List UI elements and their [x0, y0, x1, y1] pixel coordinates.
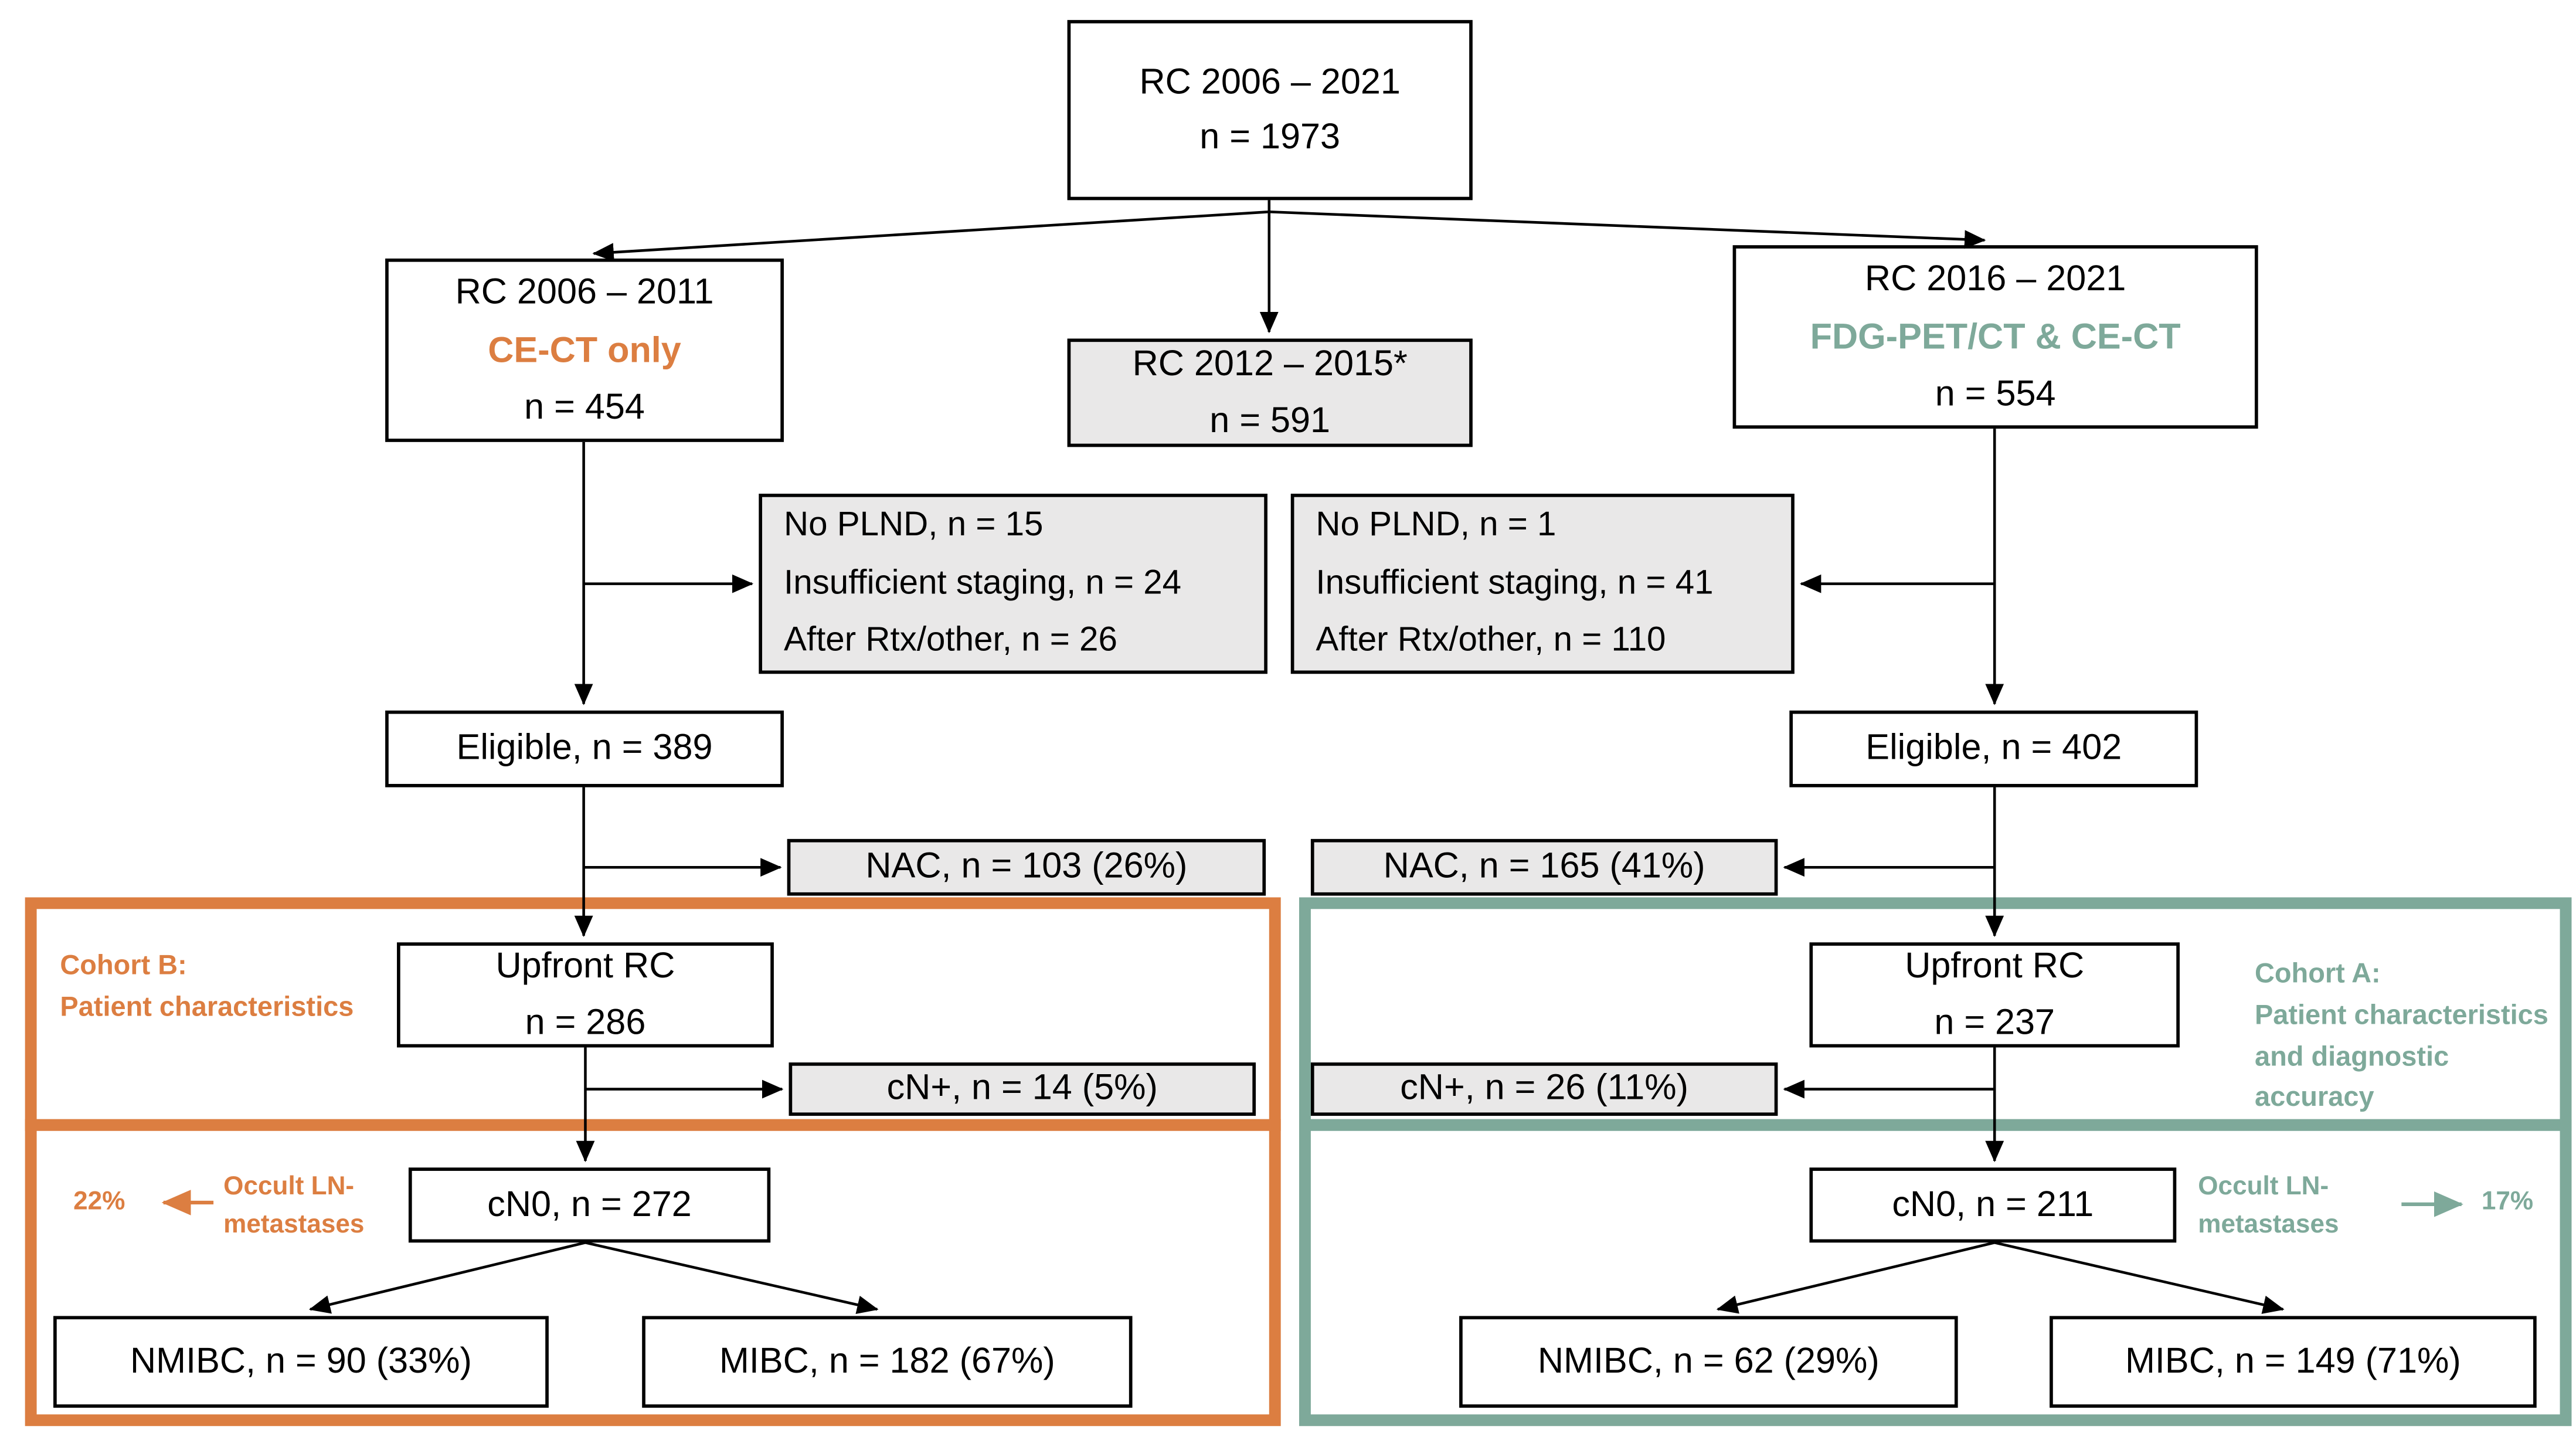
exclusions-right: No PLND, n = 1 Insufficient staging, n =…	[1290, 494, 1795, 674]
node-cn0-right: cN0, n = 211	[1809, 1167, 2177, 1243]
node-eligible-right: Eligible, n = 402	[1789, 710, 2198, 787]
node-modality-cect: CE-CT only	[488, 330, 681, 370]
node-label: cN0, n = 211	[1892, 1184, 2094, 1224]
cohort-b-subtitle: Patient characteristics	[60, 991, 354, 1023]
node-label: NAC, n = 103 (26%)	[865, 846, 1188, 887]
node-label: NMIBC, n = 90 (33%)	[130, 1340, 472, 1381]
cohort-a-subtitle: Patient characteristics	[2254, 1000, 2548, 1031]
node-label: cN+, n = 26 (11%)	[1400, 1068, 1689, 1108]
exclusion-line: After Rtx/other, n = 26	[783, 621, 1117, 660]
node-count: n = 554	[1935, 373, 2056, 415]
node-label: NMIBC, n = 62 (29%)	[1537, 1340, 1880, 1381]
node-rc-2016-2021-pet: RC 2016 – 2021 FDG-PET/CT & CE-CT n = 55…	[1732, 245, 2258, 429]
cohort-a-subtitle: accuracy	[2254, 1082, 2374, 1113]
node-rc-2006-2021: RC 2006 – 2021 n = 1973	[1067, 20, 1473, 201]
occult-line: Occult LN-	[223, 1172, 355, 1201]
node-upfront-rc-right: Upfront RC n = 237	[1809, 942, 2180, 1048]
node-nmibc-left: NMIBC, n = 90 (33%)	[53, 1316, 549, 1408]
node-upfront-rc-left: Upfront RC n = 286	[397, 942, 774, 1048]
node-count: n = 237	[1934, 1001, 2055, 1042]
node-nmibc-right: NMIBC, n = 62 (29%)	[1459, 1316, 1958, 1408]
occult-pct-right: 17%	[2482, 1187, 2533, 1217]
exclusions-left: No PLND, n = 15 Insufficient staging, n …	[759, 494, 1267, 674]
occult-label-right: Occult LN- metastases	[2198, 1167, 2339, 1245]
cohort-a-lower-outline	[1299, 1119, 2572, 1427]
cohort-b-lower-outline	[25, 1119, 1281, 1427]
node-label: MIBC, n = 149 (71%)	[2125, 1340, 2461, 1381]
exclusion-line: After Rtx/other, n = 110	[1316, 621, 1666, 660]
cohort-b-label: Cohort B: Patient characteristics	[60, 946, 410, 1028]
node-label: Eligible, n = 402	[1865, 728, 2122, 768]
node-rc-2012-2015: RC 2012 – 2015* n = 591	[1067, 338, 1473, 447]
node-title: RC 2012 – 2015*	[1132, 344, 1408, 384]
exclusion-line: Insufficient staging, n = 41	[1316, 563, 1714, 602]
cohort-a-title: Cohort A:	[2254, 959, 2381, 989]
cohort-a-label: Cohort A: Patient characteristics and di…	[2255, 954, 2563, 1119]
node-nac-right: NAC, n = 165 (41%)	[1310, 838, 1778, 896]
occult-line: Occult LN-	[2198, 1172, 2329, 1201]
node-rc-2006-2011-cect: RC 2006 – 2011 CE-CT only n = 454	[385, 258, 784, 442]
pct-value: 17%	[2481, 1187, 2534, 1216]
occult-pct-left: 22%	[73, 1187, 125, 1217]
node-title: RC 2016 – 2021	[1864, 259, 2126, 300]
node-count: n = 286	[525, 1001, 646, 1042]
node-count: n = 1973	[1199, 117, 1341, 157]
node-label: NAC, n = 165 (41%)	[1383, 846, 1705, 887]
node-title: Upfront RC	[1905, 946, 2085, 986]
node-cnplus-right: cN+, n = 26 (11%)	[1310, 1062, 1778, 1116]
exclusion-line: Insufficient staging, n = 24	[783, 563, 1182, 602]
occult-label-left: Occult LN- metastases	[223, 1167, 364, 1245]
cohort-b-title: Cohort B:	[60, 950, 187, 981]
node-count: n = 454	[524, 387, 645, 427]
cohort-a-subtitle: and diagnostic	[2254, 1041, 2449, 1072]
node-mibc-left: MIBC, n = 182 (67%)	[642, 1316, 1133, 1408]
node-label: MIBC, n = 182 (67%)	[719, 1340, 1055, 1381]
node-eligible-left: Eligible, n = 389	[385, 710, 784, 787]
node-mibc-right: MIBC, n = 149 (71%)	[2050, 1316, 2537, 1408]
node-title: Upfront RC	[495, 946, 675, 986]
node-count: n = 591	[1209, 399, 1331, 440]
node-title: RC 2006 – 2021	[1139, 61, 1401, 101]
exclusion-line: No PLND, n = 15	[783, 505, 1044, 544]
occult-line: metastases	[2198, 1211, 2339, 1240]
node-label: cN+, n = 14 (5%)	[886, 1068, 1158, 1108]
node-cn0-left: cN0, n = 272	[408, 1167, 771, 1243]
node-modality-pet-cect: FDG-PET/CT & CE-CT	[1810, 316, 2181, 357]
node-label: cN0, n = 272	[487, 1184, 692, 1224]
pct-value: 22%	[73, 1187, 125, 1216]
exclusion-line: No PLND, n = 1	[1316, 505, 1557, 544]
node-nac-left: NAC, n = 103 (26%)	[787, 838, 1266, 896]
node-title: RC 2006 – 2011	[455, 272, 714, 313]
node-label: Eligible, n = 389	[456, 728, 713, 768]
node-cnplus-left: cN+, n = 14 (5%)	[789, 1062, 1256, 1116]
occult-line: metastases	[223, 1211, 365, 1240]
